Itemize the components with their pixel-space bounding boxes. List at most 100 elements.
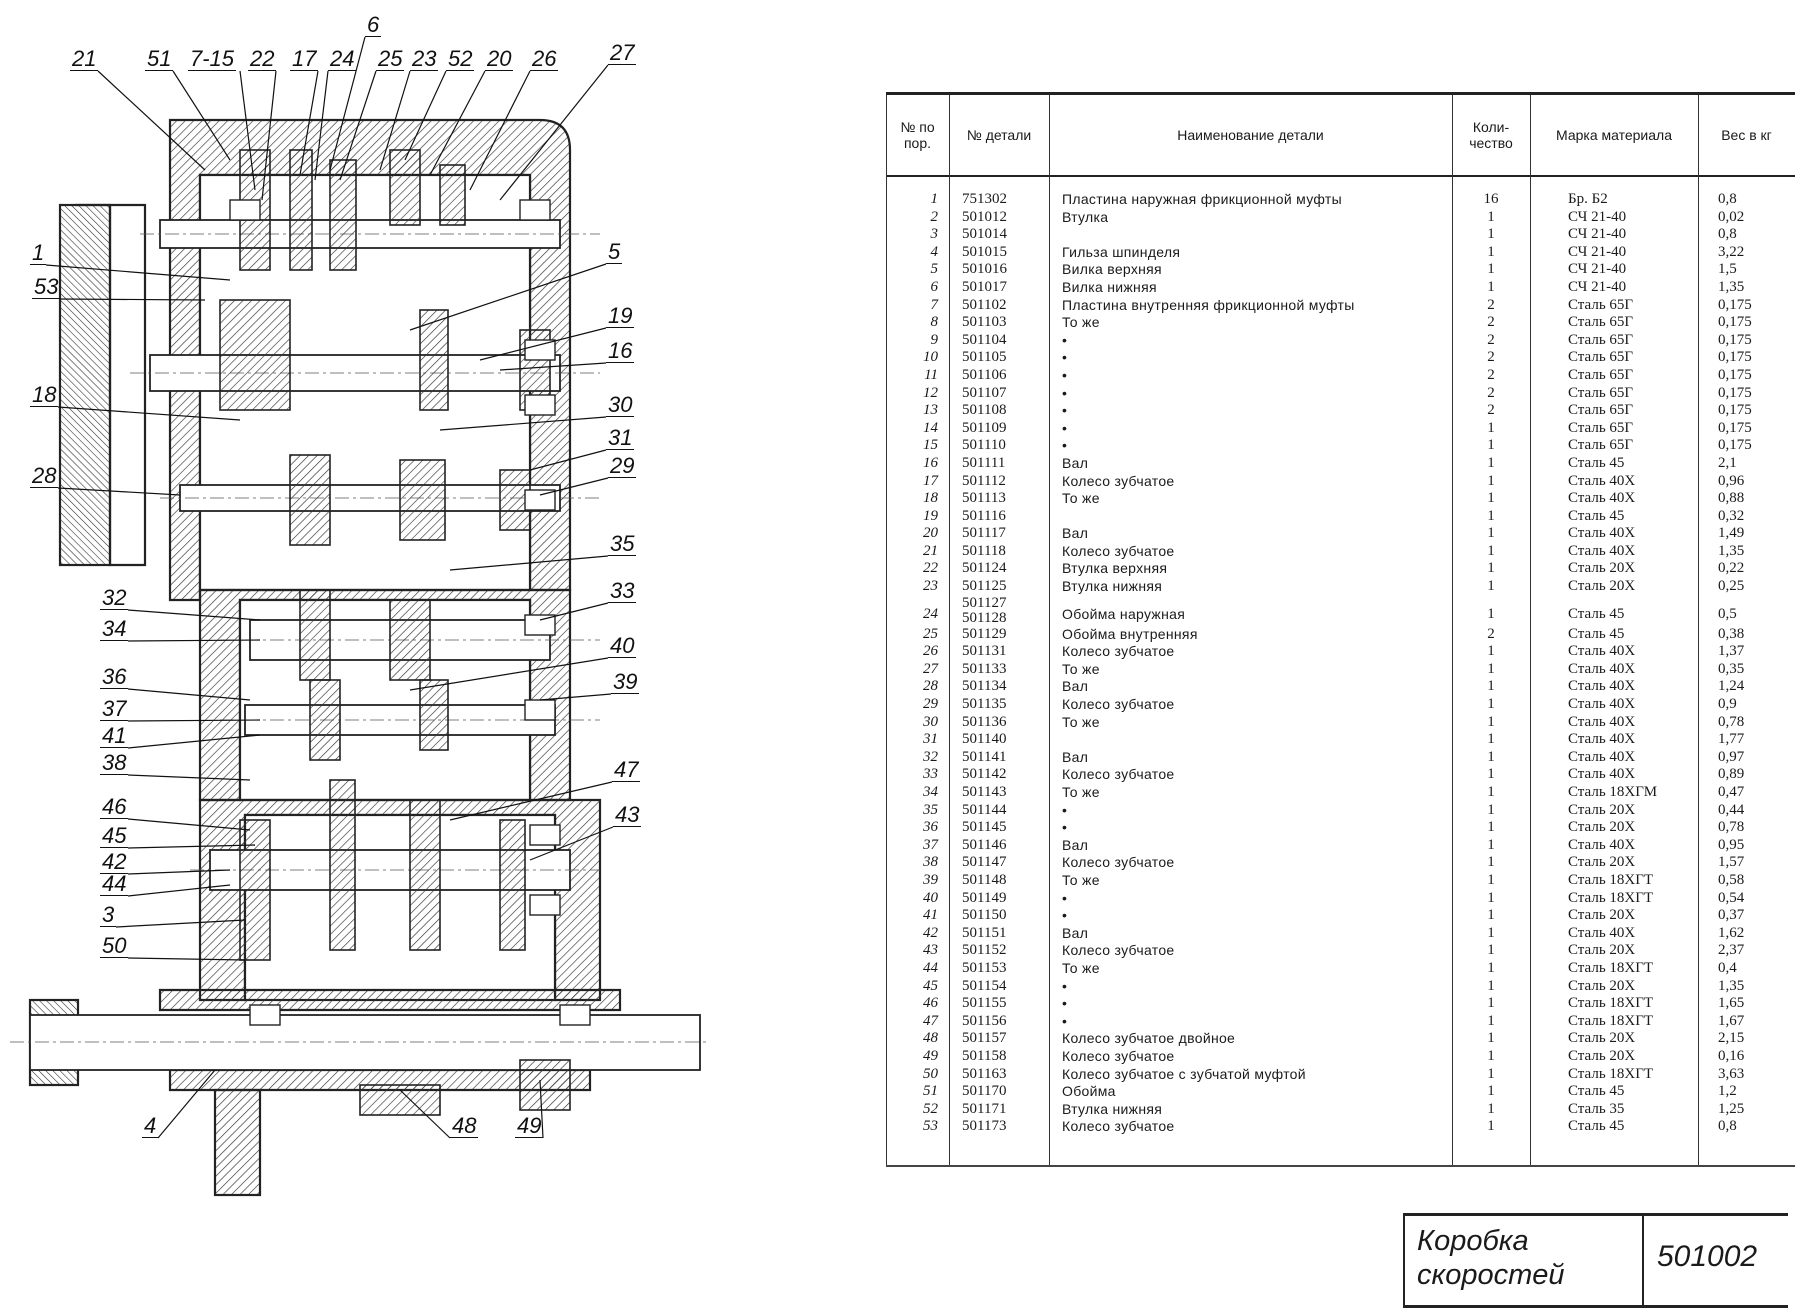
part-callout: 42 (100, 849, 129, 874)
row-name: Втулка нижняя (1062, 578, 1163, 595)
row-detail: 501135 (962, 696, 1007, 713)
row-material: Сталь 20Х (1568, 560, 1636, 577)
column-divider (1049, 95, 1050, 1165)
column-divider (1452, 95, 1453, 1165)
leader-line (127, 688, 251, 701)
leader-line (115, 919, 246, 928)
row-weight: 1,25 (1718, 1100, 1745, 1117)
row-detail: 501112 (962, 472, 1006, 489)
row-weight: 1,77 (1718, 731, 1745, 748)
row-pos: 12 (923, 384, 938, 401)
row-weight: 0,58 (1718, 871, 1745, 888)
row-pos: 26 (923, 643, 938, 660)
row-material: Сталь 40Х (1568, 472, 1636, 489)
row-weight: 1,57 (1718, 854, 1745, 871)
row-qty: 1 (1487, 1065, 1495, 1082)
row-weight: 0,95 (1718, 836, 1745, 853)
row-detail: 501154 (962, 977, 1007, 994)
part-callout: 34 (100, 616, 129, 641)
row-detail: 501149 (962, 889, 1007, 906)
part-callout: 53 (32, 274, 61, 299)
row-weight: 0,175 (1718, 331, 1752, 348)
row-detail: 501157 (962, 1030, 1007, 1047)
row-weight: 0,175 (1718, 384, 1752, 401)
row-weight: 0,78 (1718, 819, 1745, 836)
row-name: Колесо зубчатое двойное (1062, 1030, 1236, 1047)
row-pos: 1 (930, 191, 939, 207)
leader-line (449, 555, 609, 571)
row-material: Сталь 20Х (1568, 977, 1636, 994)
part-callout: 1 (30, 240, 47, 265)
row-qty: 1 (1487, 243, 1495, 260)
row-pos: 29 (923, 696, 938, 713)
row-detail: 501134 (962, 678, 1007, 695)
row-weight: 0,02 (1718, 208, 1745, 225)
row-detail: 501131 (962, 643, 1007, 660)
row-pos: 46 (923, 995, 938, 1012)
part-callout: 6 (365, 12, 382, 37)
row-pos: 49 (923, 1047, 938, 1064)
row-pos: 43 (923, 942, 938, 959)
row-pos: 35 (923, 801, 938, 818)
row-pos: 33 (923, 766, 938, 783)
row-weight: 0,44 (1718, 801, 1745, 818)
column-divider (1530, 95, 1531, 1165)
row-material: Сталь 40Х (1568, 542, 1636, 559)
row-weight: 1,62 (1718, 924, 1745, 941)
row-pos: 41 (923, 907, 938, 924)
part-callout: 31 (606, 425, 635, 450)
row-weight: 1,24 (1718, 678, 1745, 695)
row-weight: 0,175 (1718, 314, 1752, 331)
row-qty: 1 (1487, 784, 1495, 800)
row-name: Втулка верхняя (1062, 560, 1168, 577)
row-name: Колесо зубчатое (1062, 1047, 1175, 1064)
row-material: Сталь 18ХГТ (1568, 871, 1654, 888)
row-name: Пластина наружная фрикционной муфты (1062, 191, 1342, 207)
row-name: Вал (1062, 836, 1089, 853)
row-detail: 501110 (962, 437, 1006, 454)
row-name: • (1062, 907, 1068, 924)
row-detail: 501147 (962, 854, 1007, 871)
leader-line (539, 477, 609, 496)
row-weight: 0,8 (1718, 1118, 1737, 1135)
row-name: То же (1062, 959, 1100, 976)
row-pos: 25 (923, 625, 938, 642)
row-weight: 0,9 (1718, 696, 1737, 713)
row-qty: 1 (1487, 871, 1495, 888)
row-pos: 23 (923, 578, 938, 595)
row-qty: 1 (1487, 1100, 1495, 1117)
row-detail: 501109 (962, 419, 1007, 436)
part-callout: 43 (613, 802, 642, 827)
row-pos: 19 (923, 507, 938, 524)
row-pos: 22 (923, 560, 938, 577)
assembly-number: 501002 (1657, 1240, 1758, 1273)
row-detail: 501140 (962, 731, 1007, 748)
row-name: Колесо зубчатое (1062, 1118, 1175, 1135)
row-name: • (1062, 331, 1068, 348)
leader-line (499, 362, 607, 371)
row-detail: 501170 (962, 1083, 1007, 1100)
row-material: Сталь 40Х (1568, 660, 1636, 677)
row-name: Колесо зубчатое (1062, 766, 1175, 783)
row-pos: 38 (923, 854, 938, 871)
row-pos: 8 (930, 314, 939, 331)
row-detail: 501148 (962, 871, 1007, 888)
row-pos: 30 (923, 713, 938, 730)
row-name: То же (1062, 713, 1100, 730)
row-detail: 501105 (962, 349, 1007, 366)
leader-line (409, 263, 607, 331)
row-detail: 501143 (962, 784, 1007, 800)
row-name: • (1062, 349, 1068, 366)
row-weight: 1,67 (1718, 1012, 1745, 1029)
row-name: • (1062, 801, 1068, 818)
row-weight: 0,175 (1718, 402, 1752, 419)
